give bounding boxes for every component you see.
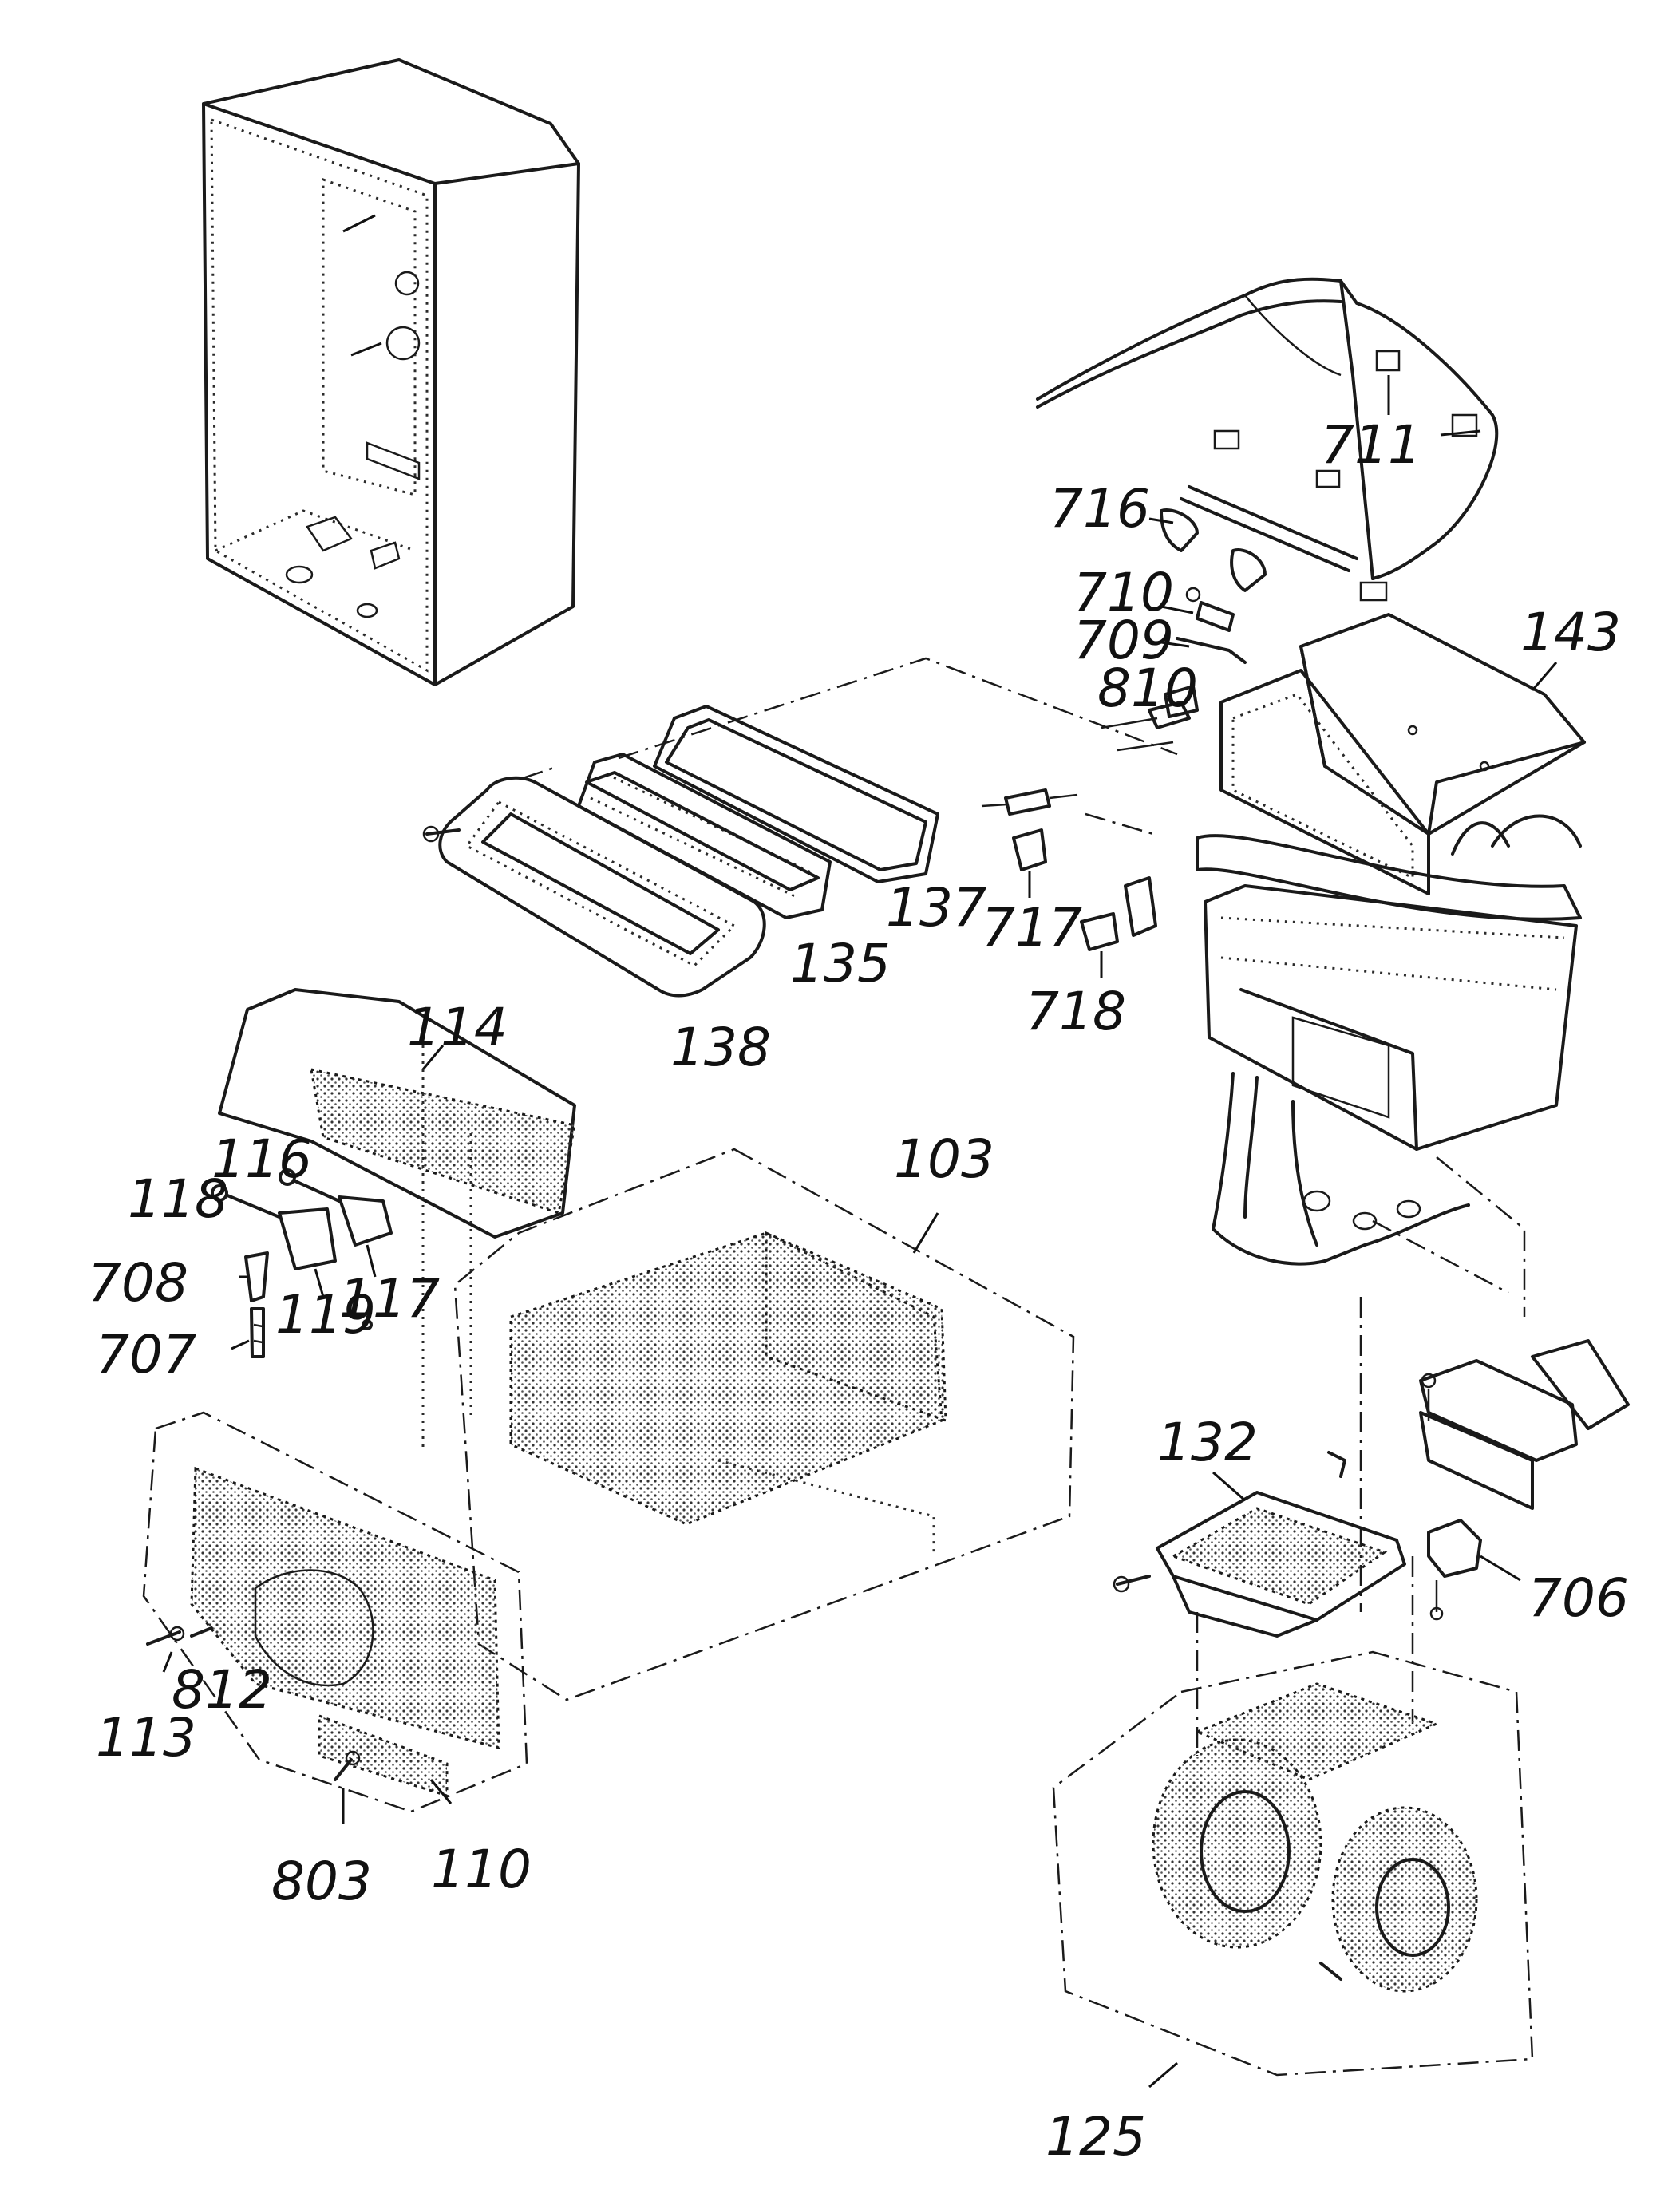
callout-717: 717 — [982, 897, 1082, 958]
callout-117: 117 — [339, 1268, 440, 1330]
callout-135: 135 — [790, 933, 891, 994]
callout-708: 708 — [88, 1252, 188, 1314]
screws-113-812-803 — [146, 1626, 361, 1824]
callout-116: 116 — [211, 1128, 312, 1190]
callout-710: 710 — [1073, 562, 1174, 623]
callout-103: 103 — [894, 1128, 994, 1190]
wire-harness — [1036, 277, 1499, 602]
callout-114: 114 — [407, 997, 508, 1058]
cabinet-housing — [202, 58, 580, 686]
flue-frame-138 — [438, 776, 766, 998]
front-panel-110 — [142, 1411, 528, 1813]
burner-assembly-103 — [453, 1148, 1075, 1701]
heat-exchanger — [1196, 613, 1586, 1266]
bracket-706 — [1419, 1339, 1630, 1621]
callout-132: 132 — [1157, 1412, 1258, 1473]
callout-706: 706 — [1528, 1567, 1629, 1629]
callout-718: 718 — [1026, 981, 1126, 1042]
callout-716: 716 — [1050, 478, 1150, 539]
callout-137: 137 — [886, 877, 986, 939]
base-plate-132 — [1113, 1451, 1406, 1638]
callout-138: 138 — [670, 1017, 771, 1078]
cover-114 — [218, 988, 576, 1239]
callout-110: 110 — [431, 1839, 532, 1900]
assembly-dashed-lines — [421, 657, 1526, 1756]
callout-labels: 711 716 710 709 143 810 137 717 135 718 … — [88, 414, 1629, 2168]
callout-709: 709 — [1073, 610, 1174, 671]
callout-125: 125 — [1046, 2106, 1146, 2168]
small-parts-710-709-810 — [1101, 587, 1247, 752]
sensor-716 — [1148, 485, 1358, 592]
callout-119: 119 — [275, 1284, 376, 1346]
gasket-137 — [653, 705, 939, 883]
callout-812: 812 — [172, 1659, 272, 1721]
screw-138 — [422, 825, 461, 843]
callout-803: 803 — [271, 1851, 372, 1912]
callout-113: 113 — [96, 1707, 196, 1768]
blower-125 — [1052, 1650, 1534, 2088]
callout-711: 711 — [1321, 414, 1421, 476]
callout-707: 707 — [96, 1324, 196, 1385]
components-717-718 — [981, 788, 1157, 978]
callout-810: 810 — [1097, 658, 1198, 719]
callout-118: 118 — [128, 1168, 228, 1230]
callout-143: 143 — [1520, 602, 1621, 663]
ignition-parts — [211, 1168, 393, 1358]
